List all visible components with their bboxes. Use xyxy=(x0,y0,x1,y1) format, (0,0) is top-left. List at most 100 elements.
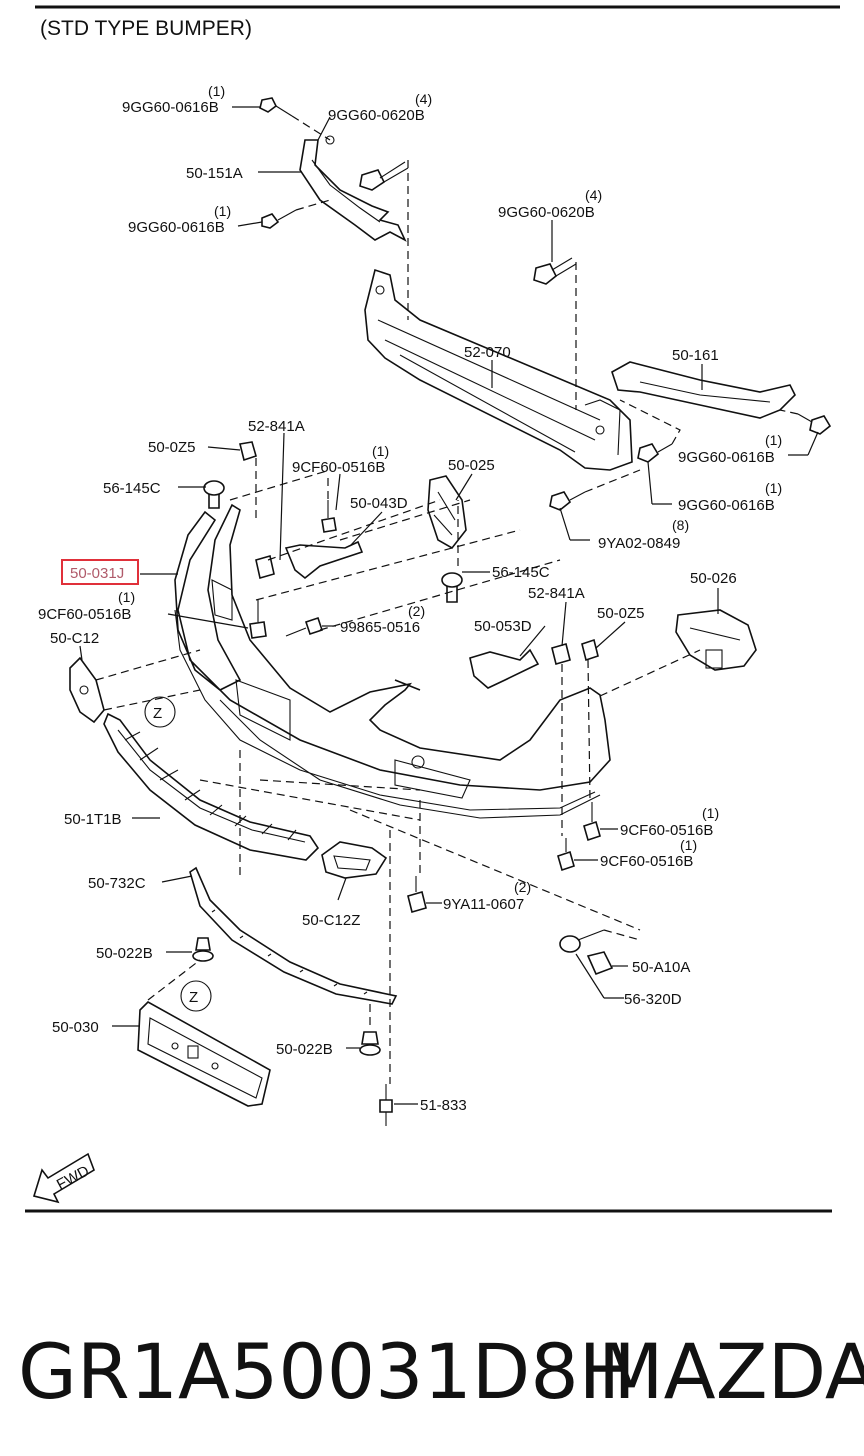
fwd-arrow-icon xyxy=(32,1152,95,1204)
screw-9cf60-0516b-lower-a xyxy=(583,802,601,842)
zone-marker-circle-upper xyxy=(144,696,176,728)
callout-code: 50-0Z5 xyxy=(597,605,645,622)
bolt-9gg60-0616b-mid xyxy=(261,209,297,229)
highlight-box-50-031j[interactable] xyxy=(61,559,139,585)
callout-code: 50-732C xyxy=(88,875,146,892)
callout-code: 50-043D xyxy=(350,495,408,512)
callout-code: 56-145C xyxy=(103,480,161,497)
bolt-9gg60-0620b-b xyxy=(533,257,577,285)
callout-code: 52-070 xyxy=(464,344,511,361)
part-50-732c-strip xyxy=(189,866,398,1005)
diagram-header: (STD TYPE BUMPER) xyxy=(40,17,252,40)
callout-code: 9CF60-0516B xyxy=(38,606,131,623)
rivet-56-145c-top xyxy=(203,480,225,509)
part-50-161-bracket xyxy=(611,361,796,419)
callout-code: 9GG60-0620B xyxy=(498,204,595,221)
callout-code: 51-833 xyxy=(420,1097,467,1114)
callout-code: 52-841A xyxy=(248,418,305,435)
callout-qty: (1) xyxy=(680,837,697,853)
part-52-070-reinforcement xyxy=(364,268,633,471)
assembly-dashed-lines xyxy=(95,115,799,1084)
callout-qty: (4) xyxy=(585,187,602,203)
callout-code: 9YA11-0607 xyxy=(443,896,524,913)
leader-lines xyxy=(79,106,819,1105)
callout-qty: (2) xyxy=(408,603,425,619)
callout-code: 56-145C xyxy=(492,564,550,581)
footer-brand: MAZDA xyxy=(598,1327,864,1416)
part-50-c12z-bracket xyxy=(321,841,388,879)
screw-9cf60-0516b-upper xyxy=(321,500,337,533)
callout-qty: (1) xyxy=(372,443,389,459)
callout-code: 50-022B xyxy=(96,945,153,962)
callout-qty: (8) xyxy=(672,517,689,533)
zone-marker-circle-lower xyxy=(180,980,212,1012)
callout-code: 9GG60-0616B xyxy=(678,497,775,514)
rivet-56-145c-mid xyxy=(441,572,463,603)
part-56-320d-tow-hook xyxy=(559,929,605,953)
callout-code: 9GG60-0616B xyxy=(122,99,219,116)
callout-code: 50-053D xyxy=(474,618,532,635)
callout-code: 50-151A xyxy=(186,165,243,182)
callout-code: 9CF60-0516B xyxy=(600,853,693,870)
callout-qty: (2) xyxy=(514,879,531,895)
part-50-026-bracket xyxy=(675,609,757,671)
callout-code: 99865-0516 xyxy=(340,619,420,636)
callout-code: 50-A10A xyxy=(632,959,690,976)
callout-code: 9GG60-0616B xyxy=(678,449,775,466)
callout-code: 50-C12Z xyxy=(302,912,360,929)
footer-part-number: GR1A50031D8H xyxy=(18,1327,636,1416)
callout-code: 50-1T1B xyxy=(64,811,122,828)
part-52-841a-nut-lower xyxy=(551,643,571,665)
callout-code: 50-C12 xyxy=(50,630,99,647)
callout-code: 52-841A xyxy=(528,585,585,602)
part-50-c12-bracket xyxy=(69,656,105,724)
callout-qty: (1) xyxy=(765,432,782,448)
clip-50-022b-left xyxy=(192,937,214,962)
clip-50-0z5-top xyxy=(239,441,257,462)
screw-9cf60-0516b-left xyxy=(249,600,267,639)
callout-code: 9GG60-0620B xyxy=(328,107,425,124)
callout-code: 9CF60-0516B xyxy=(292,459,385,476)
part-50-031j-bumper-cover xyxy=(174,503,611,819)
bolt-9gg60-0616b-right2 xyxy=(637,443,673,463)
callout-code: 50-161 xyxy=(672,347,719,364)
callout-qty: (1) xyxy=(118,589,135,605)
screw-9ya11-0607 xyxy=(407,876,427,913)
callout-code: 9CF60-0516B xyxy=(620,822,713,839)
clip-50-022b-right xyxy=(359,1031,381,1056)
zone-marker-lower: Z xyxy=(189,989,198,1006)
callout-code: 9GG60-0616B xyxy=(128,219,225,236)
callout-code: 50-026 xyxy=(690,570,737,587)
callout-code: 50-025 xyxy=(448,457,495,474)
fastener-51-833 xyxy=(379,1084,393,1126)
callout-code: 56-320D xyxy=(624,991,682,1008)
callout-code: 50-030 xyxy=(52,1019,99,1036)
callout-qty: (1) xyxy=(214,203,231,219)
clip-50-0z5-lower xyxy=(581,638,599,662)
callout-qty: (4) xyxy=(415,91,432,107)
part-50-1t1b-grille xyxy=(103,712,320,861)
callout-code: 50-0Z5 xyxy=(148,439,196,456)
callout-code: 9YA02-0849 xyxy=(598,535,680,552)
bolt-9ya02-0849 xyxy=(549,491,586,511)
bolt-9gg60-0616b-top xyxy=(259,97,293,117)
bolt-9gg60-0620b-a xyxy=(359,161,409,191)
fwd-label: FWD xyxy=(54,1162,92,1193)
callout-qty: (1) xyxy=(765,480,782,496)
part-50-a10a-cap xyxy=(586,951,614,976)
callout-qty: (1) xyxy=(208,83,225,99)
screw-9cf60-0516b-lower-b xyxy=(557,838,575,872)
part-50-025-bracket xyxy=(427,475,467,550)
callout-code: 50-022B xyxy=(276,1041,333,1058)
callout-qty: (1) xyxy=(702,805,719,821)
screw-99865-0516 xyxy=(285,616,324,637)
part-50-053d-bracket xyxy=(469,648,540,689)
part-50-030-plate-bracket xyxy=(137,1001,271,1107)
callout-code-highlighted: 50-031J xyxy=(70,565,124,582)
callout-labels: (1) 9GG60-0616B (4) 9GG60-0620B 50-151A … xyxy=(38,83,782,1114)
zone-marker-upper: Z xyxy=(153,705,162,722)
part-50-151a-bracket xyxy=(299,135,407,242)
bolt-9gg60-0616b-right xyxy=(797,413,832,435)
